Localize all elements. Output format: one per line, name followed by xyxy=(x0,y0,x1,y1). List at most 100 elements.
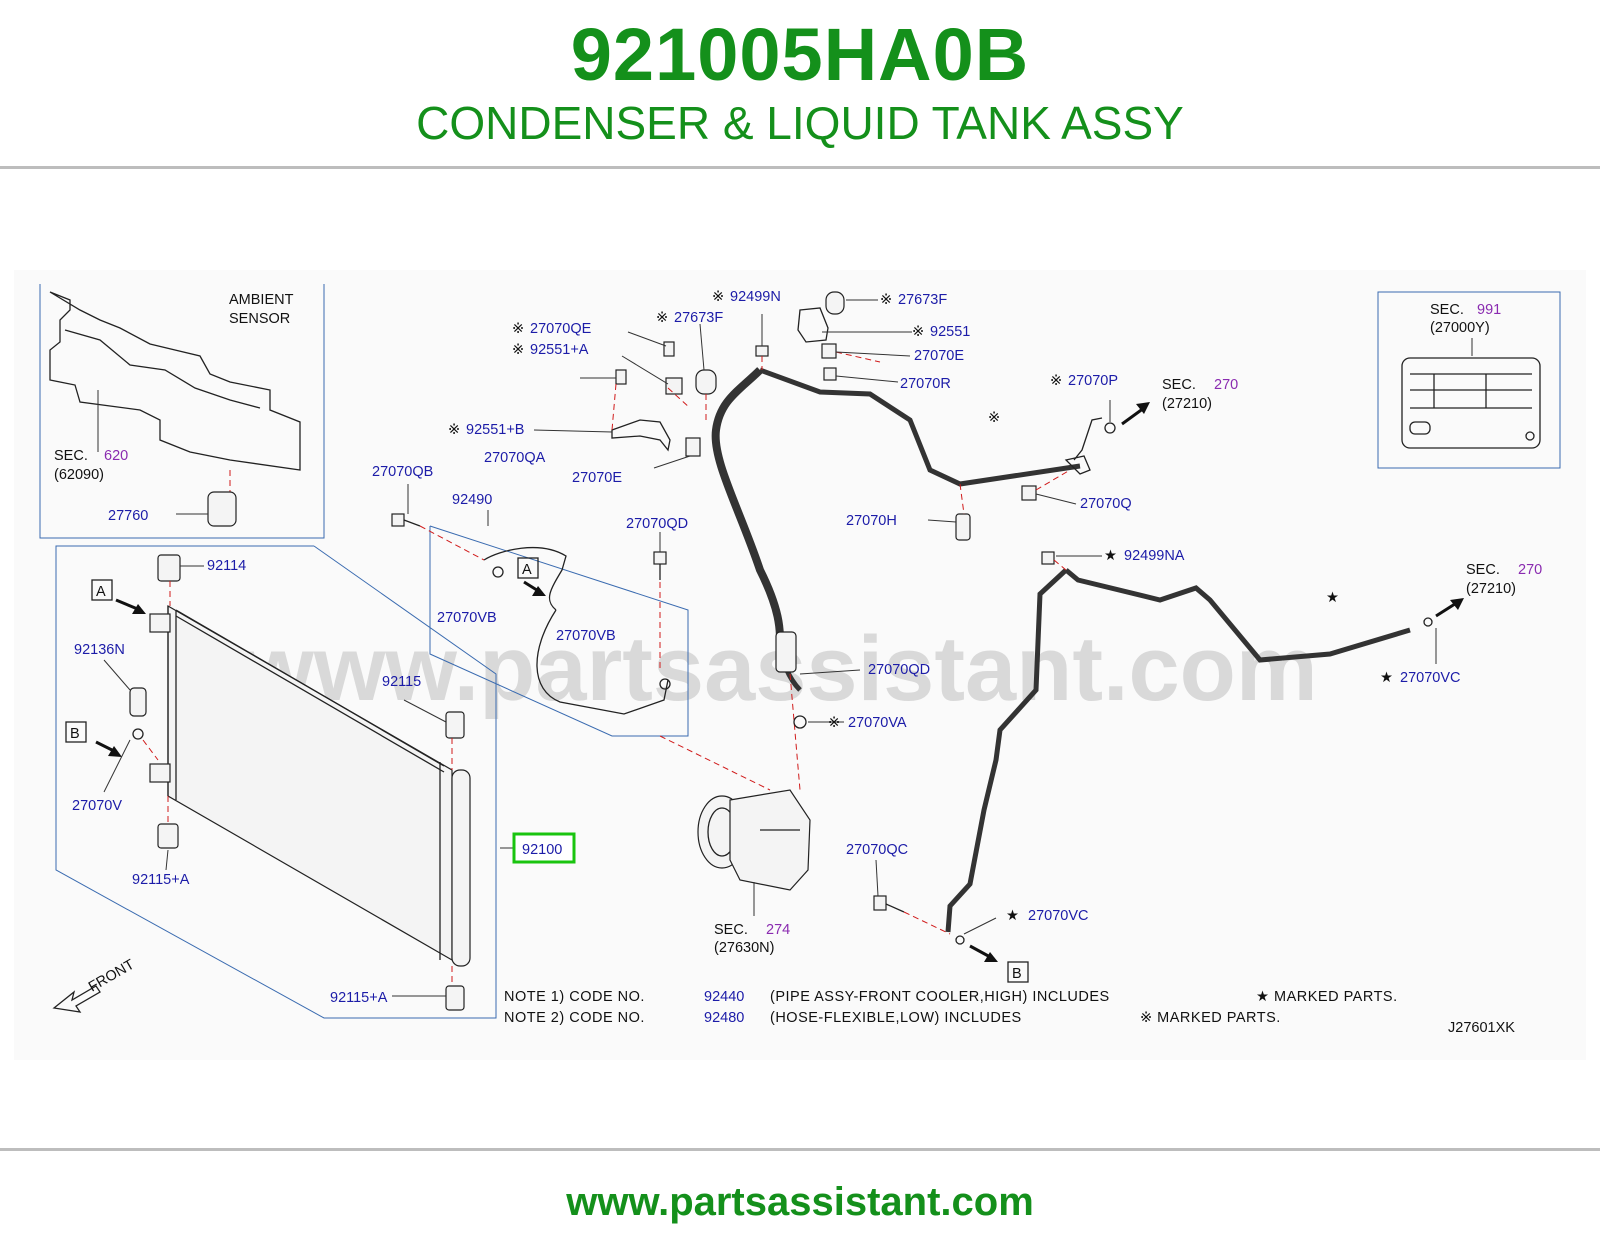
part-label-27070e-left[interactable]: 27070E xyxy=(572,470,622,486)
o-ring-27070vc-right[interactable] xyxy=(1423,617,1433,627)
bolt-27070qc[interactable] xyxy=(873,895,887,911)
o-ring-27070v[interactable] xyxy=(132,728,144,740)
note-2-description: (HOSE-FLEXIBLE,LOW) INCLUDES xyxy=(770,1010,1022,1026)
grommet-27673f-right[interactable] xyxy=(825,291,845,315)
bracket-92115-upper[interactable] xyxy=(445,711,465,739)
part-label-92551b[interactable]: 92551+B xyxy=(466,422,524,438)
bolt-27070q[interactable] xyxy=(1021,485,1037,501)
part-label-27070qa[interactable]: 27070QA xyxy=(484,450,546,466)
liquid-tank[interactable] xyxy=(451,769,471,967)
pressure-sensor-92136n[interactable] xyxy=(129,687,147,717)
part-label-92100-highlighted[interactable]: 92100 xyxy=(522,842,562,858)
sec-ref-270-upper[interactable]: 270 xyxy=(1214,377,1238,393)
part-label-27070vc-left[interactable]: 27070VC xyxy=(1028,908,1088,924)
sec-ref-274[interactable]: 274 xyxy=(766,922,790,938)
high-pressure-pipe[interactable] xyxy=(1064,568,1411,663)
o-ring-27070vc-left[interactable] xyxy=(955,935,965,945)
service-valve-92499na[interactable] xyxy=(1041,551,1055,565)
part-label-27070vb-left[interactable]: 27070VB xyxy=(437,610,497,626)
part-label-92551[interactable]: 92551 xyxy=(930,324,970,340)
bolt-27070qd-left[interactable] xyxy=(653,551,667,565)
part-label-92115[interactable]: 92115 xyxy=(382,674,421,690)
sec-ref-270-lower[interactable]: 270 xyxy=(1518,562,1542,578)
connector-block-a[interactable] xyxy=(149,613,171,633)
part-label-27760[interactable]: 27760 xyxy=(108,508,148,524)
asterisk-marker-pipe: ※ xyxy=(988,410,1000,426)
part-label-92115a-bottom[interactable]: 92115+A xyxy=(330,990,388,1006)
note-1-code[interactable]: 92440 xyxy=(704,989,744,1005)
star-marker-pipe: ★ xyxy=(1326,590,1339,606)
part-label-92490[interactable]: 92490 xyxy=(452,492,492,508)
part-label-92115a-left[interactable]: 92115+A xyxy=(132,872,190,888)
part-label-27070qd-right[interactable]: 27070QD xyxy=(868,662,930,678)
compressor-body[interactable] xyxy=(729,789,811,891)
part-label-27070p[interactable]: 27070P xyxy=(1068,373,1118,389)
hose-92490-assembly: A 27070QB 92490 27070VB 27070VB 27070QD xyxy=(372,464,771,791)
part-label-27070e-right[interactable]: 27070E xyxy=(914,348,964,364)
bolt-27070qa[interactable] xyxy=(615,369,627,385)
sec-prefix-270-upper: SEC. xyxy=(1162,377,1196,393)
bumper-reinforcement-shape xyxy=(49,291,301,471)
part-name-subtitle: CONDENSER & LIQUID TANK ASSY xyxy=(416,97,1184,149)
sec-ref-991[interactable]: 991 xyxy=(1477,302,1501,318)
nut-27070r[interactable] xyxy=(823,367,837,381)
part-label-27070q[interactable]: 27070Q xyxy=(1080,496,1132,512)
o-ring-27070va[interactable] xyxy=(793,715,807,729)
grommet-27673f-left[interactable] xyxy=(695,369,717,395)
bracket-92551[interactable] xyxy=(797,307,829,343)
footer-url[interactable]: www.partsassistant.com xyxy=(566,1180,1034,1224)
ambient-sensor-inset: AMBIENT SENSOR SEC. 620 (62090) 27760 xyxy=(39,284,325,539)
header-divider xyxy=(0,166,1600,169)
part-label-92499n[interactable]: 92499N xyxy=(730,289,781,305)
diagram-background xyxy=(14,270,1586,1060)
low-pressure-hose[interactable] xyxy=(711,367,784,641)
part-label-27673f-right[interactable]: 27673F xyxy=(898,292,947,308)
service-valve-92499n[interactable] xyxy=(755,345,769,357)
star-marker-27070vc-right: ★ xyxy=(1380,670,1393,686)
part-label-27070v[interactable]: 27070V xyxy=(72,798,122,814)
clip-92551a[interactable] xyxy=(665,377,683,395)
bracket-92115a-bottom[interactable] xyxy=(445,985,465,1011)
note-2-prefix: NOTE 2) CODE NO. xyxy=(504,1010,645,1026)
part-label-27673f-left[interactable]: 27673F xyxy=(674,310,723,326)
footer-divider xyxy=(0,1148,1600,1151)
bracket-92114[interactable] xyxy=(157,554,181,582)
part-label-27070qe[interactable]: 27070QE xyxy=(530,321,592,337)
part-label-27070qc[interactable]: 27070QC xyxy=(846,842,908,858)
callout-b-condenser: B xyxy=(70,726,80,742)
note-1-marker: ★ MARKED PARTS. xyxy=(1256,989,1398,1005)
clamp-92551b[interactable] xyxy=(611,419,671,452)
part-label-27070vc-right[interactable]: 27070VC xyxy=(1400,670,1460,686)
condenser-assembly: A B 92114 92136N 27070V 92115+A 92115+A … xyxy=(52,545,576,1019)
o-ring-27070p[interactable] xyxy=(1104,422,1116,434)
o-ring-27070vb-right[interactable] xyxy=(659,678,671,690)
sec-sub-62090: (62090) xyxy=(54,467,104,483)
part-label-92499na[interactable]: 92499NA xyxy=(1124,548,1185,564)
bracket-92115-lower[interactable] xyxy=(157,823,179,849)
connector-block-b[interactable] xyxy=(149,763,171,783)
callout-box-a-hose xyxy=(517,557,539,579)
part-label-27070qb[interactable]: 27070QB xyxy=(372,464,433,480)
sec-ref-620[interactable]: 620 xyxy=(104,448,128,464)
part-label-27070qd-left[interactable]: 27070QD xyxy=(626,516,688,532)
note-2-code[interactable]: 92480 xyxy=(704,1010,744,1026)
hose-fitting[interactable] xyxy=(775,631,797,673)
part-label-92551a[interactable]: 92551+A xyxy=(530,342,589,358)
o-ring-27070vb-left[interactable] xyxy=(492,566,504,578)
bolt-27070qe[interactable] xyxy=(663,341,675,357)
part-label-27070h[interactable]: 27070H xyxy=(846,513,897,529)
note-1-prefix: NOTE 1) CODE NO. xyxy=(504,989,645,1005)
part-label-92114[interactable]: 92114 xyxy=(207,558,246,574)
bracket-27070e-right[interactable] xyxy=(821,343,837,359)
bracket-27070e-left[interactable] xyxy=(685,437,701,457)
part-label-27070vb-right[interactable]: 27070VB xyxy=(556,628,616,644)
asterisk-marker-92499n: ※ xyxy=(712,289,724,305)
part-label-92136n[interactable]: 92136N xyxy=(74,642,125,658)
part-label-27070va[interactable]: 27070VA xyxy=(848,715,907,731)
warning-label-plate xyxy=(1401,357,1541,449)
bracket-27070h[interactable] xyxy=(955,513,971,541)
highlight-box-92100[interactable] xyxy=(512,832,576,864)
part-label-27070r[interactable]: 27070R xyxy=(900,376,951,392)
bolt-27070qb[interactable] xyxy=(391,513,405,527)
flexible-hose[interactable] xyxy=(536,609,669,715)
